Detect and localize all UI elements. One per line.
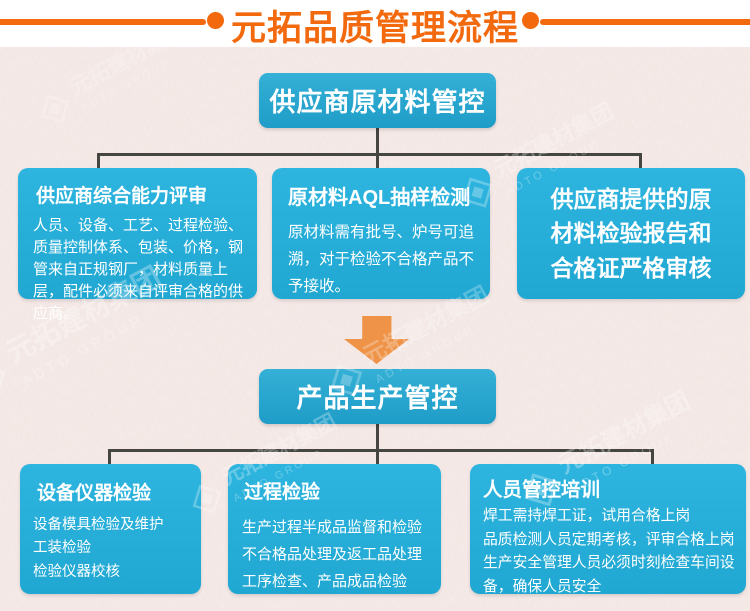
node-line: 检验仪器校核	[33, 563, 120, 580]
title-rule-right	[540, 19, 750, 25]
stage2-node-product-production-control: 产品生产管控	[259, 369, 496, 424]
title-rule-left	[0, 19, 206, 25]
connector-stage1-drop-left	[97, 153, 100, 170]
node-raw-material-aql-sampling: 原材料AQL抽样检测 原材料需有批号、炉号可追溯，对于检验不合格产品不予接收。	[272, 168, 490, 299]
connector-stage1-drop-right	[639, 153, 642, 170]
node-title: 供应商综合能力评审	[36, 186, 208, 207]
connector-stage2-drop-right	[651, 449, 654, 465]
node-title: 过程检验	[244, 482, 321, 503]
node-line: 工序检查、产品成品检验	[242, 573, 408, 590]
connector-stage1-stem	[376, 127, 379, 155]
connector-stage1-bar	[97, 153, 642, 156]
node-body: 人员、设备、工艺、过程检验、质量控制体系、包装、价格，钢管来自正规钢厂，材料质量…	[33, 217, 244, 323]
node-title: 人员管控培训	[483, 479, 601, 501]
title-dot-left	[207, 12, 224, 29]
node-title: 设备仪器检验	[37, 483, 152, 504]
connector-stage2-drop-center	[376, 449, 379, 465]
node-line: 生产过程半成品监督和检验	[242, 519, 423, 536]
node-supplier-capability-review: 供应商综合能力评审 人员、设备、工艺、过程检验、质量控制体系、包装、价格，钢管来…	[18, 168, 257, 322]
node-line: 不合格品处理及返工品处理	[242, 546, 423, 563]
node-line: 焊工需持焊工证，试用合格上岗	[483, 508, 691, 524]
connector-stage2-bar	[108, 449, 654, 452]
node-body: 原材料需有批号、炉号可追溯，对于检验不合格产品不予接收。	[288, 224, 475, 296]
node-line: 工装检验	[33, 540, 91, 557]
node-line: 设备模具检验及维护	[33, 517, 164, 533]
connector-stage1-drop-center	[376, 153, 379, 170]
title-banner: 元拓品质管理流程	[0, 0, 750, 48]
title-dot-right	[522, 12, 539, 29]
stage1-node-supplier-raw-material-control: 供应商原材料管控	[259, 73, 496, 128]
node-line: 生产安全管理人员必须时刻检查车间设备，确保人员安全	[483, 555, 735, 596]
node-process-inspection: 过程检验 生产过程半成品监督和检验 不合格品处理及返工品处理 工序检查、产品成品…	[228, 464, 441, 594]
node-title: 原材料AQL抽样检测	[288, 187, 471, 209]
connector-stage2-stem	[376, 423, 379, 452]
node-line: 品质检测人员定期考核，评审合格上岗	[483, 531, 735, 548]
node-supplier-certificates-audit: 供应商提供的原材料检验报告和合格证严格审核	[517, 168, 745, 299]
page-title: 元拓品质管理流程	[230, 9, 519, 48]
node-equipment-instrument-inspection: 设备仪器检验 设备模具检验及维护 工装检验 检验仪器校核	[20, 464, 201, 594]
node-personnel-control-training: 人员管控培训 焊工需持焊工证，试用合格上岗 品质检测人员定期考核，评审合格上岗 …	[470, 464, 746, 595]
node-title: 供应商提供的原材料检验报告和合格证严格审核	[550, 186, 712, 281]
connector-stage2-drop-left	[108, 449, 111, 465]
